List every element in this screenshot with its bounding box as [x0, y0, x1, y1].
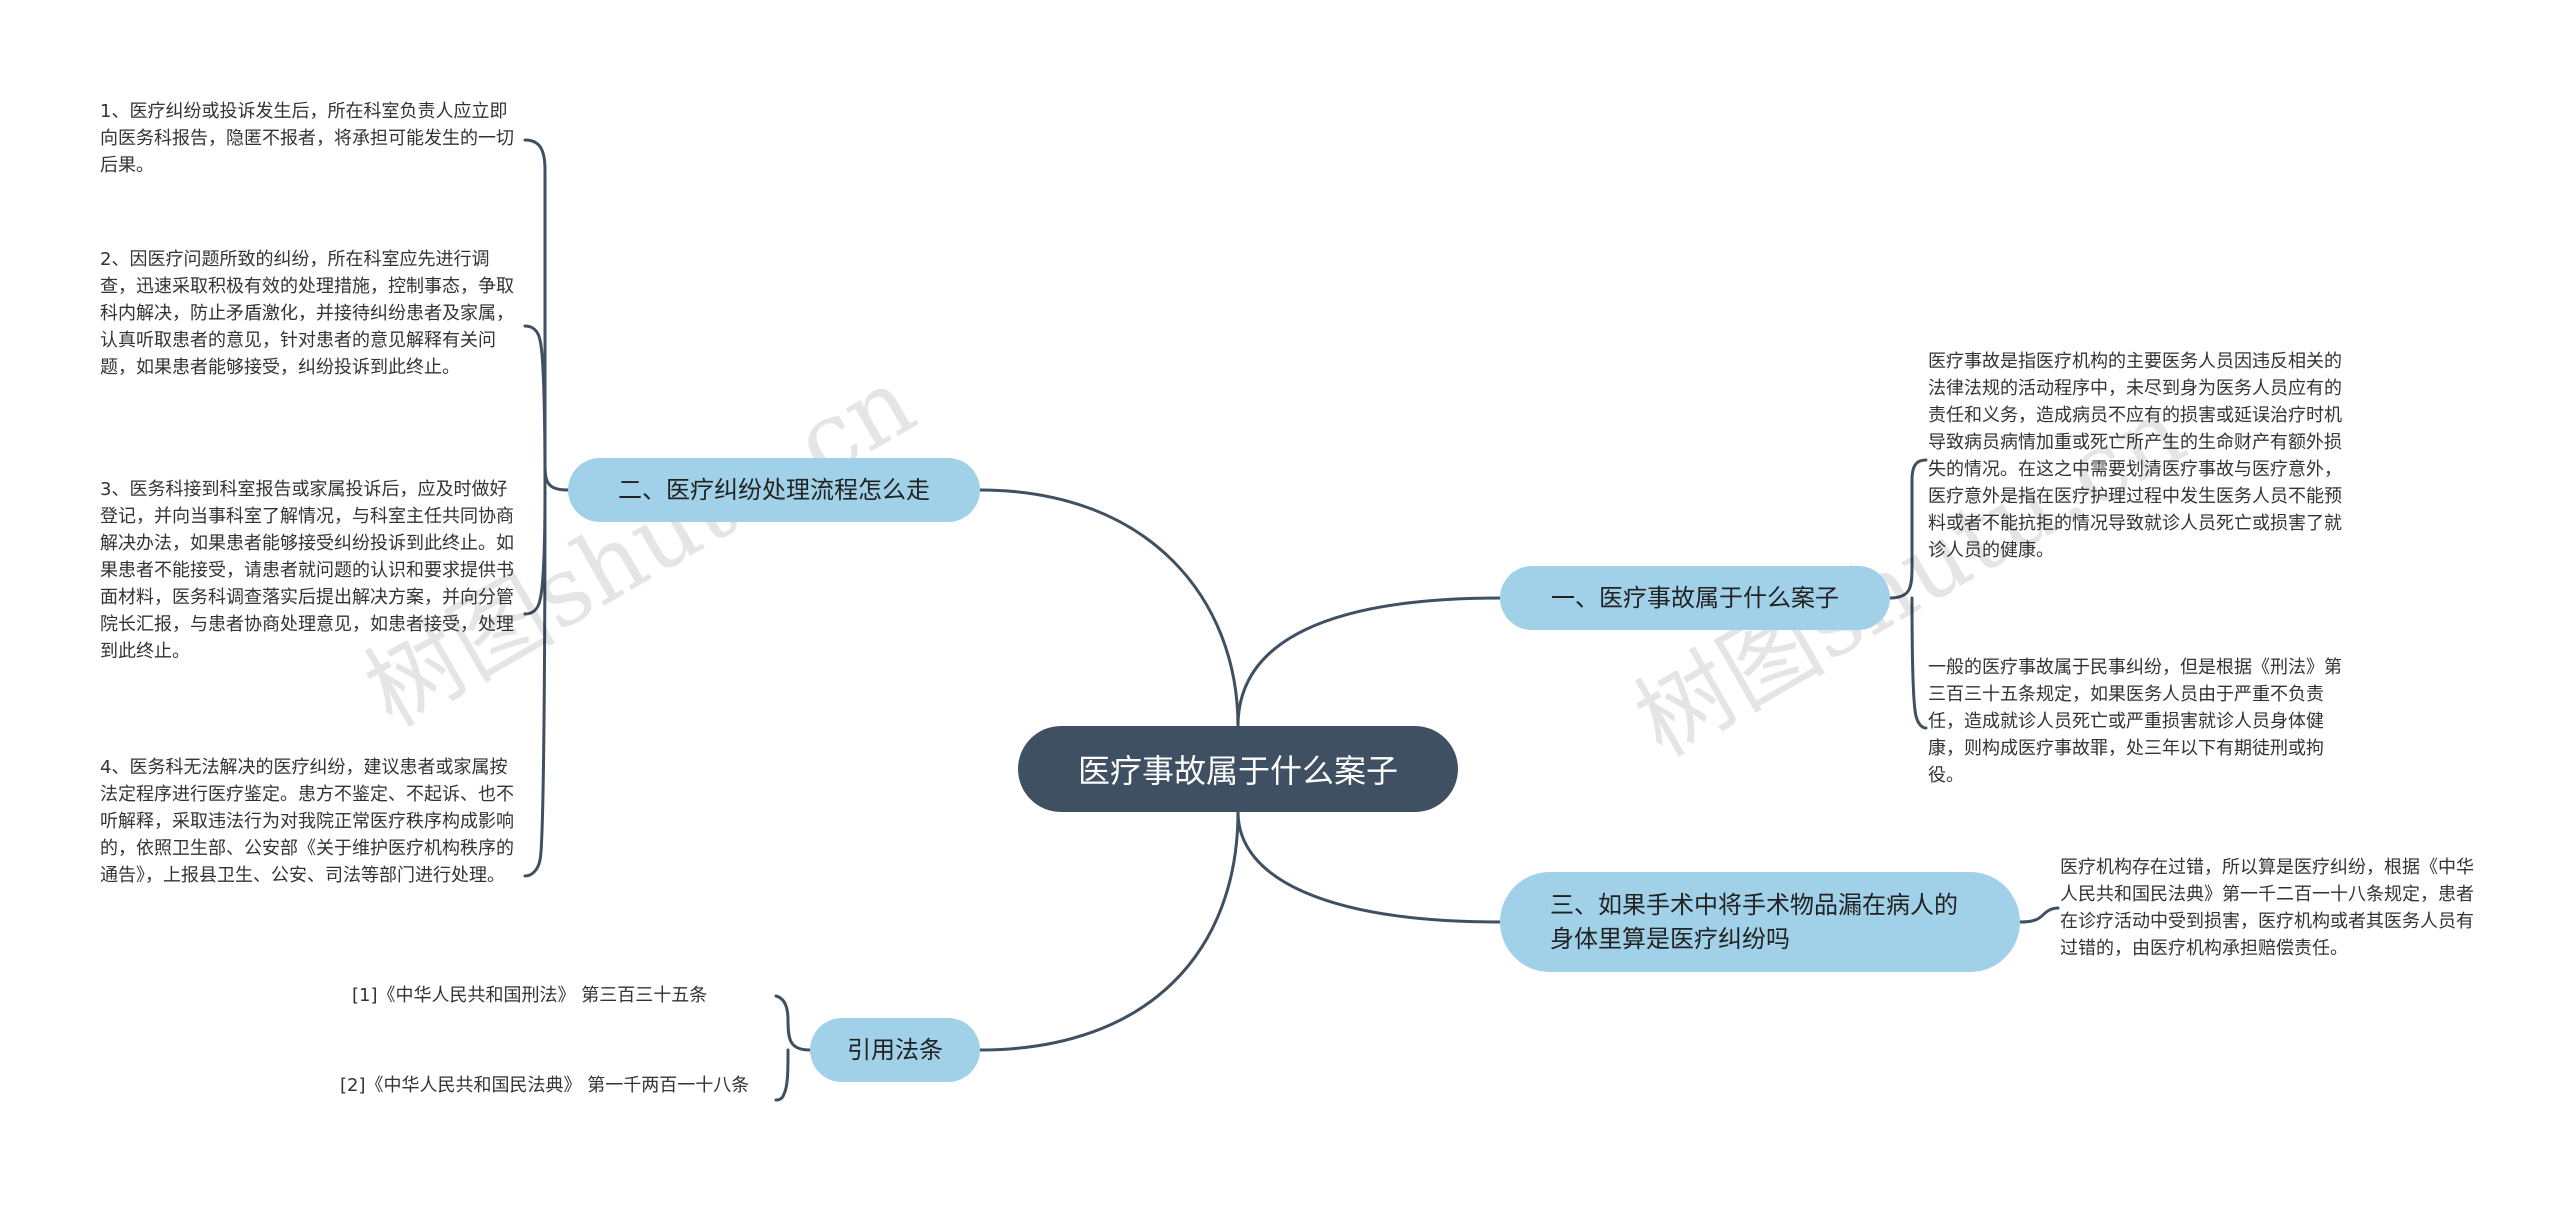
bracket-left-branch-1 [523, 138, 570, 878]
leaf-text-surgery-liability: 医疗机构存在过错，所以算是医疗纠纷，根据《中华人民共和国民法典》第一千二百一十八… [2060, 857, 2474, 959]
connector-root-to-right-branch-1 [1236, 596, 1502, 728]
branch-node-cited-laws[interactable]: 引用法条 [810, 1018, 980, 1082]
branch-node-dispute-process[interactable]: 二、医疗纠纷处理流程怎么走 [568, 458, 980, 522]
root-node[interactable]: 医疗事故属于什么案子 [1018, 726, 1458, 812]
leaf-text-law-civil: [2]《中华人民共和国民法典》 第一千两百一十八条 [340, 1075, 750, 1096]
bracket-right-branch-2 [2018, 906, 2060, 924]
connector-root-to-left-branch-1 [978, 488, 1240, 728]
leaf-text-law-criminal: [1]《中华人民共和国刑法》 第三百三十五条 [352, 985, 708, 1006]
connector-root-to-right-branch-2 [1236, 810, 1502, 924]
leaf-text-process-step-2: 2、因医疗问题所致的纠纷，所在科室应先进行调查，迅速采取积极有效的处理措施，控制… [100, 249, 514, 378]
leaf-text-process-step-3: 3、医务科接到科室报告或家属投诉后，应及时做好登记，并向当事科室了解情况，与科室… [100, 479, 514, 662]
bracket-right-branch-1 [1888, 458, 1928, 730]
branch-node-surgery-items-left[interactable]: 三、如果手术中将手术物品漏在病人的身体里算是医疗纠纷吗 [1500, 872, 2020, 972]
leaf-text-process-step-1: 1、医疗纠纷或投诉发生后，所在科室负责人应立即向医务科报告，隐匿不报者，将承担可… [100, 101, 514, 176]
branch-node-accident-case-type[interactable]: 一、医疗事故属于什么案子 [1500, 566, 1890, 630]
leaf-text-process-step-4: 4、医务科无法解决的医疗纠纷，建议患者或家属按法定程序进行医疗鉴定。患方不鉴定、… [100, 757, 514, 886]
leaf-text-accident-liability: 一般的医疗事故属于民事纠纷，但是根据《刑法》第三百三十五条规定，如果医务人员由于… [1928, 657, 2342, 786]
connector-root-to-left-branch-2 [978, 810, 1240, 1052]
leaf-text-accident-definition: 医疗事故是指医疗机构的主要医务人员因违反相关的法律法规的活动程序中，未尽到身为医… [1928, 351, 2342, 561]
bracket-left-branch-2 [774, 994, 812, 1102]
